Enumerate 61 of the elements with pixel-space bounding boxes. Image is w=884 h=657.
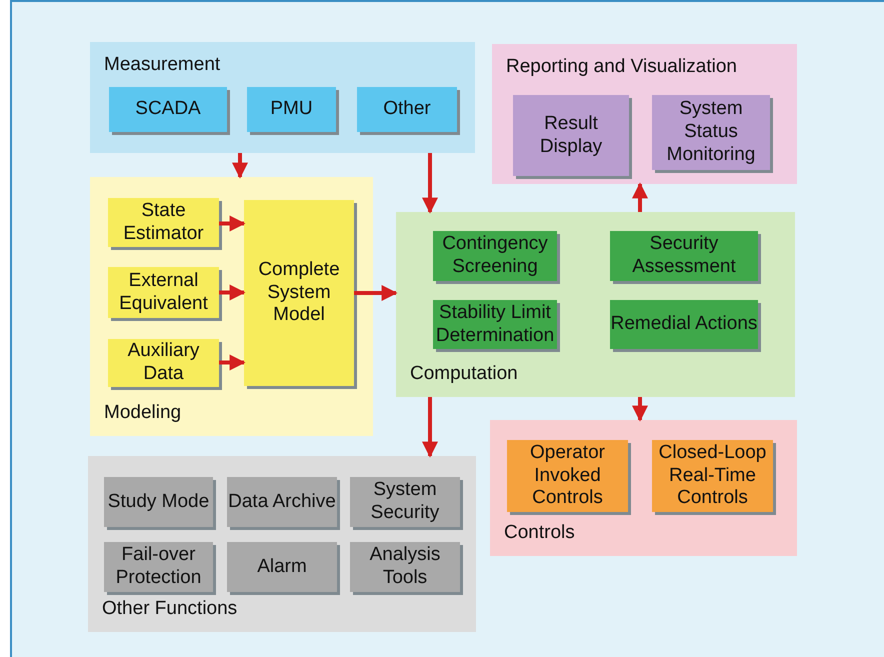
arrow <box>219 284 246 300</box>
process-box <box>652 95 770 170</box>
process-box <box>610 300 758 349</box>
process-box <box>357 87 457 132</box>
process-box <box>104 477 213 527</box>
process-box <box>433 231 557 281</box>
box-label: Auxiliary Data <box>126 340 200 386</box>
box-label: System Security <box>370 479 440 525</box>
process-box <box>109 87 227 132</box>
box-label: External Equivalent <box>118 270 209 316</box>
box-label: Data Archive <box>228 490 336 514</box>
group-heading: Reporting and Visualization <box>506 56 737 78</box>
box-label: Complete System Model <box>257 258 341 328</box>
arrow <box>219 216 246 232</box>
box-label: Security Assessment <box>631 233 737 279</box>
arrow <box>632 182 648 212</box>
group-heading: Modeling <box>104 402 182 424</box>
group-heading: Other Functions <box>102 598 238 620</box>
box-label: Stability Limit Determination <box>434 302 556 348</box>
process-box <box>227 477 337 527</box>
process-box <box>507 440 628 512</box>
process-box <box>104 542 213 592</box>
arrow <box>422 397 438 458</box>
box-label: Contingency Screening <box>441 233 549 279</box>
box-label: Result Display <box>538 112 604 158</box>
process-box <box>350 542 460 592</box>
box-label: System Status Monitoring <box>666 98 756 167</box>
process-box <box>350 477 460 527</box>
process-box <box>610 231 758 281</box>
process-box <box>227 542 337 592</box>
arrow <box>354 285 398 301</box>
process-box <box>108 267 219 318</box>
box-label: State Estimator <box>122 200 205 246</box>
group-panel <box>90 177 373 436</box>
arrow <box>219 354 246 370</box>
arrow <box>632 397 648 422</box>
arrow <box>232 153 248 179</box>
box-label: PMU <box>270 98 313 121</box>
box-label: SCADA <box>135 98 201 121</box>
group-panel <box>88 456 476 632</box>
box-label: Alarm <box>257 556 307 578</box>
group-panel <box>396 212 795 397</box>
box-label: Closed-Loop Real-Time Controls <box>658 442 768 510</box>
box-label: Fail-over Protection <box>114 544 202 590</box>
process-box <box>513 95 629 176</box>
group-heading: Computation <box>410 363 518 385</box>
box-label: Analysis Tools <box>368 544 442 590</box>
group-heading: Measurement <box>104 54 220 76</box>
process-box <box>247 87 336 132</box>
process-box <box>244 200 354 386</box>
group-panel <box>492 44 797 184</box>
box-label: Other <box>383 98 431 121</box>
process-box <box>108 198 219 247</box>
group-heading: Controls <box>504 522 575 544</box>
box-label: Study Mode <box>108 490 210 514</box>
box-label: Remedial Actions <box>610 313 758 336</box>
group-panel <box>90 42 475 153</box>
arrow <box>422 153 438 214</box>
process-box <box>108 339 219 387</box>
box-label: Operator Invoked Controls <box>529 442 606 510</box>
group-panel <box>490 420 797 556</box>
